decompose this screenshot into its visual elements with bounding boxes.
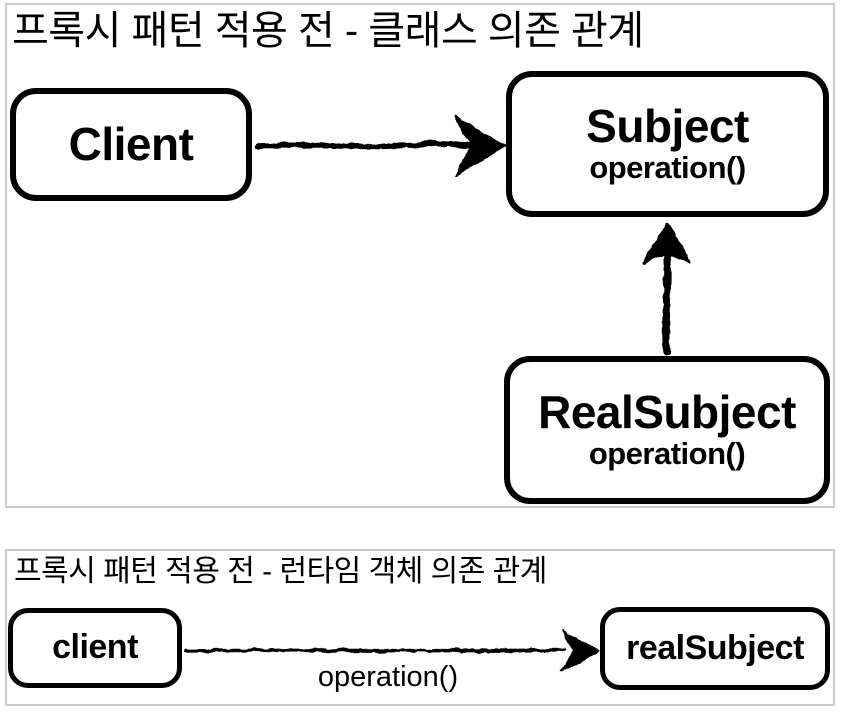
edge-label-operation: operation() [317, 661, 459, 693]
node-client-instance: client [8, 608, 182, 688]
node-subject-method: operation() [589, 150, 746, 186]
node-client-label: Client [68, 118, 194, 171]
section-title-runtime-dependency: 프록시 패턴 적용 전 - 런타임 객체 의존 관계 [14, 555, 547, 588]
node-realsubject-method: operation() [588, 436, 746, 472]
node-client-instance-label: client [52, 628, 138, 667]
node-realsubject-instance-label: realSubject [626, 628, 804, 667]
node-realsubject-label: RealSubject [538, 386, 796, 439]
section-title-class-dependency: 프록시 패턴 적용 전 - 클래스 의존 관계 [12, 9, 644, 53]
runtime-dependency-section: 프록시 패턴 적용 전 - 런타임 객체 의존 관계 client realSu… [5, 549, 835, 706]
node-realsubject: RealSubject operation() [504, 356, 830, 504]
node-client: Client [10, 88, 252, 201]
node-subject: Subject operation() [506, 71, 829, 217]
node-realsubject-instance: realSubject [600, 607, 830, 690]
class-dependency-section: 프록시 패턴 적용 전 - 클래스 의존 관계 Client Subject o… [5, 3, 835, 508]
node-subject-label: Subject [586, 100, 749, 153]
